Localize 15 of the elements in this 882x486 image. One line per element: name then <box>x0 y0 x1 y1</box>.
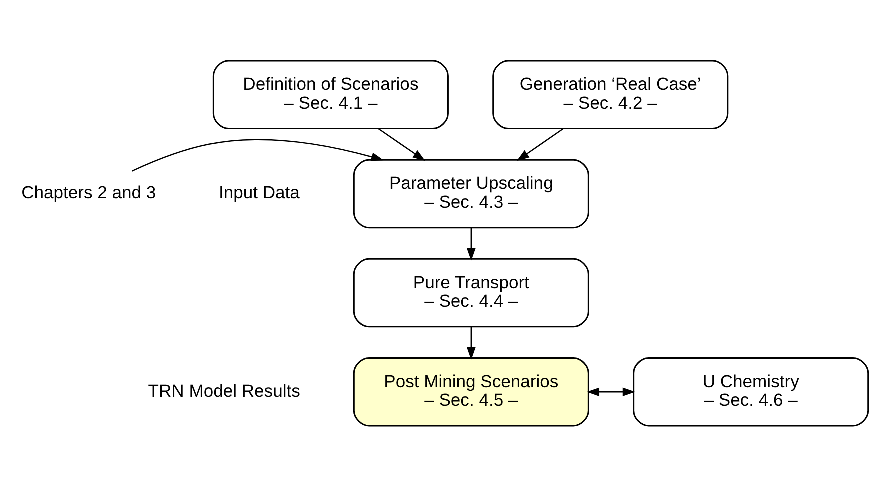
arrow <box>467 227 476 261</box>
node-box: Definition of Scenarios – Sec. 4.1 – <box>212 60 449 129</box>
node-box: Generation ‘Real Case’ – Sec. 4.2 – <box>492 60 729 129</box>
node-box: Pure Transport – Sec. 4.4 – <box>353 258 590 328</box>
label: Input Data <box>218 182 300 202</box>
arrow <box>586 387 636 396</box>
node-box: U Chemistry – Sec. 4.6 – <box>633 357 870 426</box>
label: TRN Model Results <box>148 380 300 400</box>
arrow <box>467 326 476 360</box>
arrow <box>378 128 426 161</box>
node-text: Chapters 2 and 3 <box>22 182 156 202</box>
node-box: Post Mining Scenarios – Sec. 4.5 – <box>353 357 590 426</box>
arrow <box>132 138 384 172</box>
arrow <box>516 128 564 161</box>
node-box: Parameter Upscaling – Sec. 4.3 – <box>353 158 590 228</box>
